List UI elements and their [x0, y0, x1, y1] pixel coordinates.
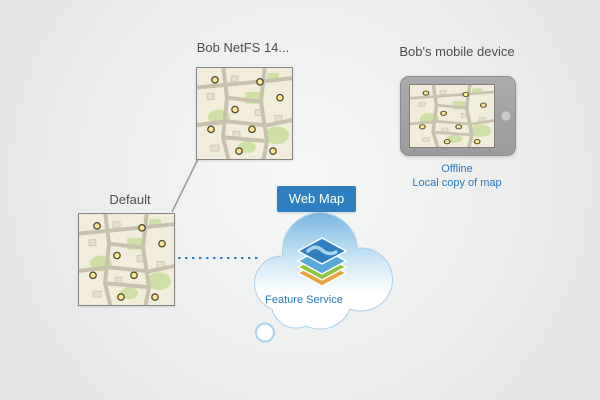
- feature-service-label: Feature Service: [265, 294, 343, 306]
- mobile-device-label: Bob's mobile device: [399, 44, 515, 59]
- map-art-icon: [410, 85, 494, 147]
- default-map-thumbnail: [78, 213, 175, 306]
- default-map-label: Default: [109, 192, 151, 207]
- layers-icon: [297, 237, 347, 287]
- tablet-screen-map: [409, 84, 495, 148]
- bob-map-thumbnail: [196, 67, 293, 160]
- local-copy-label: Local copy of map: [412, 177, 502, 189]
- map-art-icon: [197, 68, 292, 159]
- offline-label: Offline: [441, 163, 473, 175]
- bob-map-label: Bob NetFS 14...: [196, 40, 290, 55]
- tablet-device: [400, 76, 516, 156]
- map-art-icon: [79, 214, 174, 305]
- web-map-badge: Web Map: [277, 186, 356, 212]
- tablet-home-button: [501, 111, 511, 121]
